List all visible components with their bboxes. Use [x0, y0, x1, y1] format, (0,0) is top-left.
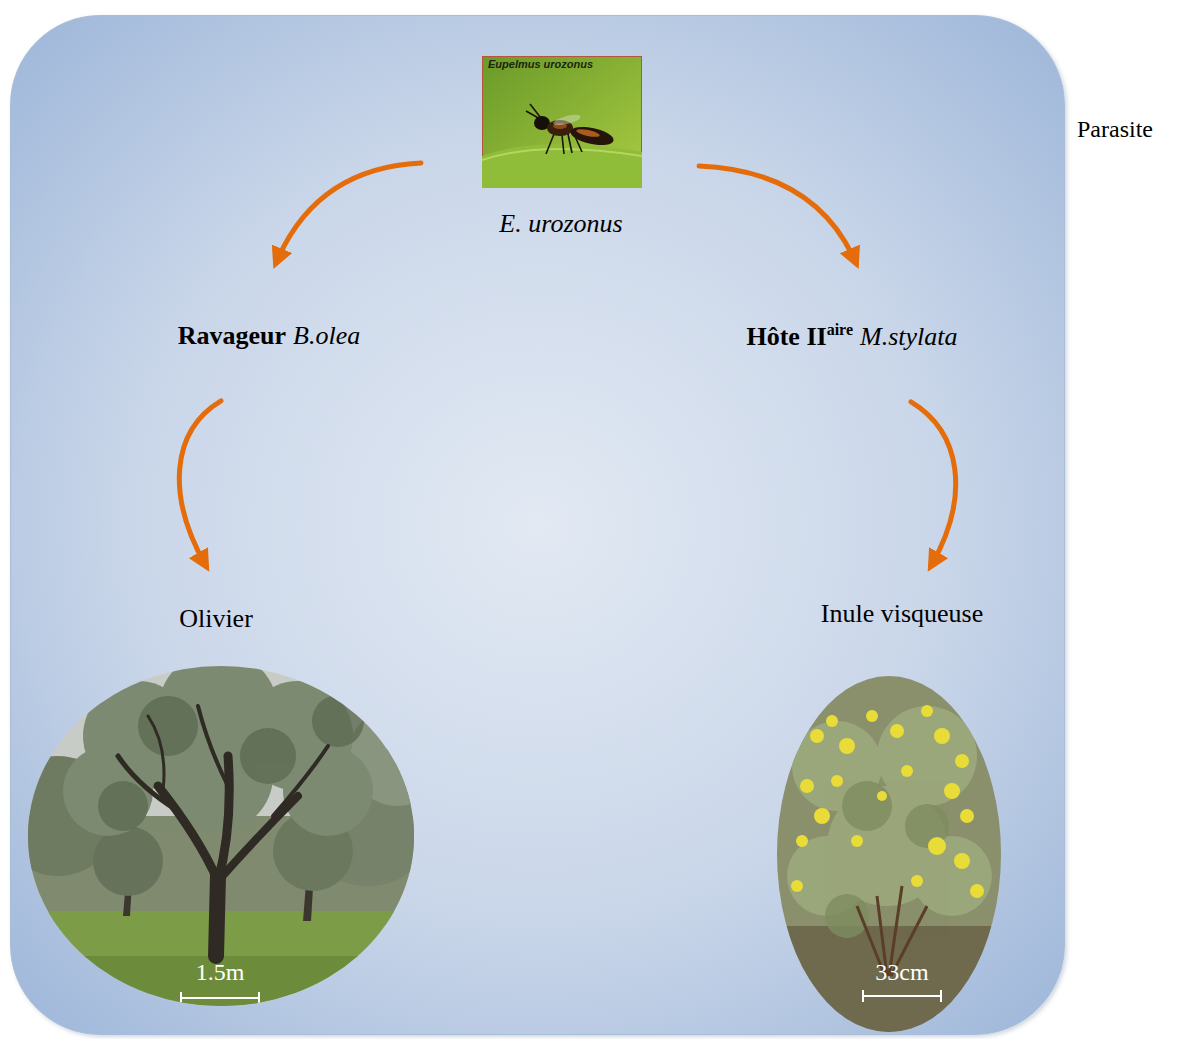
curved-arrow	[179, 401, 221, 566]
curved-arrow	[699, 166, 856, 263]
inula-photo-node: 33cm	[777, 676, 1001, 1032]
parasite-panel: Parasite Eupelmus urozonusE. urozonusRav…	[10, 15, 1065, 1035]
host-plant-label: Inule visqueuse	[821, 599, 983, 629]
pest-label: RavageurB.olea	[178, 321, 360, 351]
olive-tree-photo	[28, 666, 414, 1006]
parasite-photo-node: Eupelmus urozonus E. urozonus	[471, 51, 651, 246]
species-name: E. urozonus	[499, 209, 622, 239]
scale-label: 1.5m	[196, 959, 245, 987]
plant-name: Inule visqueuse	[821, 599, 983, 628]
plant-name: Olivier	[179, 604, 253, 633]
secondary-host-label: Hôte IIaire M.stylata	[746, 321, 957, 352]
photo-caption: Eupelmus urozonus	[488, 58, 593, 71]
superscript: aire	[827, 321, 853, 338]
wasp-photo	[482, 56, 642, 188]
side-label: Parasite	[1077, 116, 1153, 144]
scale-label: 33cm	[875, 959, 928, 987]
species-name: B.olea	[293, 321, 360, 350]
curved-arrow	[276, 163, 421, 263]
role-label: Ravageur	[178, 321, 286, 350]
species-name: M.stylata	[860, 322, 958, 351]
host-plant-label: Olivier	[179, 604, 253, 634]
role-label: Hôte II	[746, 322, 826, 351]
curved-arrow	[911, 402, 956, 566]
olive-photo-node: 1.5m	[28, 666, 414, 1006]
